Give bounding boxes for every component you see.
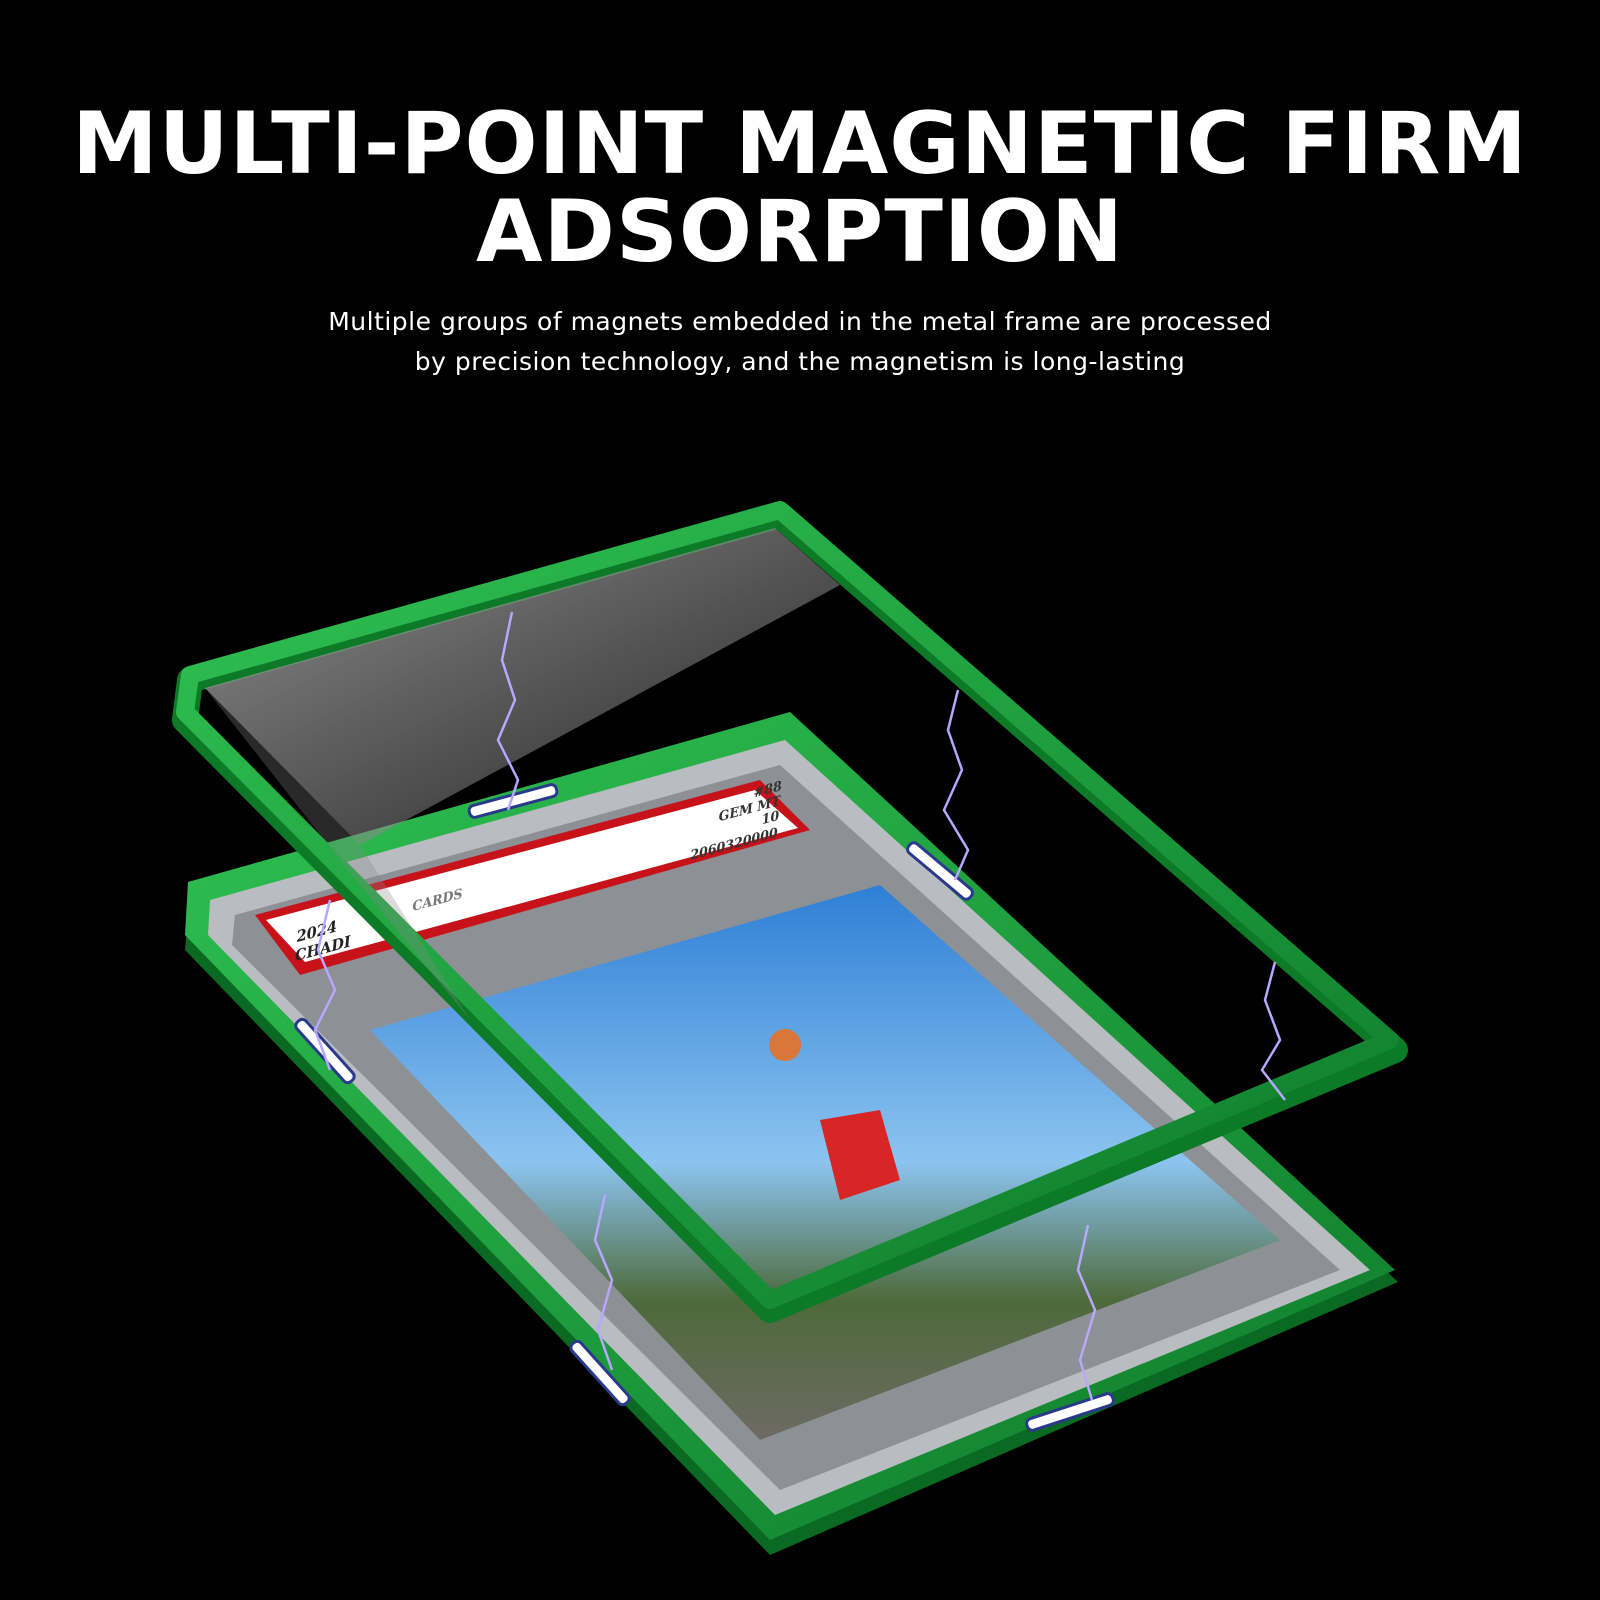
lightning-icon: [593, 1194, 614, 1371]
description-line-2: by precision technology, and the magneti…: [414, 347, 1186, 376]
top-frame: [172, 501, 1408, 1323]
description-line-1: Multiple groups of magnets embedded in t…: [328, 307, 1272, 336]
magnet-right: [906, 841, 974, 901]
lightning-icon: [1076, 1224, 1097, 1401]
glass-panel: [205, 528, 840, 845]
magnet-left: [294, 1017, 356, 1085]
headline-line-2: ADSORPTION: [476, 182, 1124, 282]
label-number: #88: [753, 778, 782, 802]
label-grade: 10: [761, 808, 780, 829]
bottom-frame: 2024 CHADI CARDS #88 GEM MT 10 206032000…: [185, 712, 1398, 1555]
headline-line-1: MULTI-POINT MAGNETIC FIRM: [72, 94, 1528, 194]
lightning-icon: [496, 611, 520, 811]
basketball: [769, 1029, 801, 1061]
magnets: [294, 783, 1115, 1432]
player: [820, 1110, 900, 1200]
headline: MULTI-POINT MAGNETIC FIRM ADSORPTION: [0, 100, 1600, 276]
magnet-bottom: [1025, 1392, 1115, 1432]
lightning-icon: [1260, 961, 1286, 1101]
magnet-bottom-left: [569, 1339, 631, 1407]
description: Multiple groups of magnets embedded in t…: [0, 302, 1600, 382]
lightning-effects: [313, 611, 1286, 1401]
lightning-icon: [313, 899, 337, 1071]
magnet-top: [467, 783, 559, 819]
lightning-icon: [942, 689, 970, 881]
